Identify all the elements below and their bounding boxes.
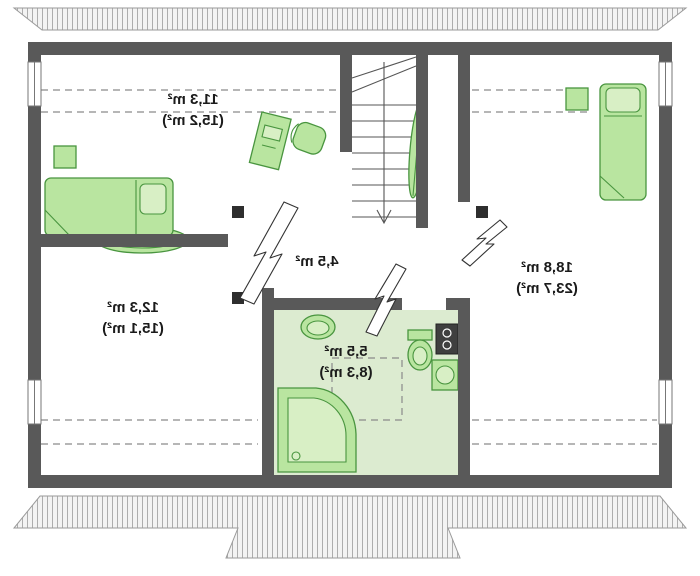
windows bbox=[27, 61, 673, 425]
desk-chair bbox=[290, 121, 327, 155]
outer-wall-left bbox=[28, 42, 41, 488]
bathtub-drain bbox=[291, 451, 301, 461]
area-value: 5,5 m² bbox=[324, 343, 367, 360]
right-room-wall bbox=[458, 55, 470, 202]
computer-monitor bbox=[261, 124, 284, 142]
bedroom-divider-wall bbox=[41, 234, 228, 247]
bed bbox=[599, 83, 647, 201]
desk bbox=[248, 111, 292, 171]
area-total-value: (15,2 m²) bbox=[162, 112, 224, 129]
area-value: 12,3 m² bbox=[107, 299, 159, 316]
bathroom-wall-left bbox=[262, 288, 274, 475]
bathroom-headroom-outline bbox=[331, 357, 403, 421]
wall-post bbox=[232, 206, 244, 218]
room-label-bedroom-top-left: 11,3 m² (15,2 m²) bbox=[162, 91, 224, 129]
area-value: 4,5 m² bbox=[295, 253, 338, 270]
nightstand bbox=[53, 145, 77, 169]
area-value: 11,3 m² bbox=[168, 91, 219, 108]
area-total-value: (23,7 m²) bbox=[516, 280, 578, 297]
outer-wall-top bbox=[28, 42, 672, 55]
walls bbox=[28, 42, 672, 488]
roof-eave-bottom bbox=[12, 495, 688, 559]
pillow bbox=[605, 87, 641, 113]
room-label-bedroom-bottom-left: 12,3 m² (15,1 m²) bbox=[102, 299, 164, 337]
outer-wall-right bbox=[659, 42, 672, 488]
stair-walk-arrow bbox=[376, 209, 392, 225]
wall-post bbox=[232, 292, 244, 304]
nightstand bbox=[565, 87, 589, 111]
bathroom-wall-right bbox=[458, 310, 470, 475]
opening-symbol bbox=[461, 219, 508, 267]
bed-fold-line bbox=[44, 209, 71, 237]
bathroom-fixtures bbox=[277, 314, 459, 473]
room-label-bedroom-right: 18,8 m² (23,7 m²) bbox=[516, 259, 578, 297]
stair-wall-right bbox=[416, 55, 428, 228]
area-total-value: (15,1 m²) bbox=[102, 320, 164, 337]
pillow bbox=[139, 183, 167, 215]
bathroom-wall-top-stub bbox=[446, 298, 470, 310]
bed-fold-line bbox=[599, 175, 625, 199]
opening-symbol bbox=[365, 263, 407, 337]
headroom-dashed-lines bbox=[41, 89, 657, 445]
area-value: 18,8 m² bbox=[521, 259, 573, 276]
toilet-tank bbox=[407, 329, 433, 341]
roof-eave-top bbox=[12, 7, 688, 31]
room-label-bathroom: 5,5 m² (8,3 m²) bbox=[319, 343, 372, 381]
room-label-hallway: 4,5 m² bbox=[295, 253, 338, 270]
area-total-value: (8,3 m²) bbox=[319, 364, 372, 381]
stair-wall-left bbox=[340, 55, 352, 152]
outer-wall-bottom bbox=[28, 475, 672, 488]
opening-symbols bbox=[239, 201, 508, 337]
wall-post bbox=[476, 206, 488, 218]
bathroom-wall-top bbox=[274, 298, 402, 310]
opening-symbol bbox=[239, 201, 299, 305]
bedroom-right-furniture bbox=[565, 83, 647, 201]
staircase bbox=[351, 56, 417, 225]
